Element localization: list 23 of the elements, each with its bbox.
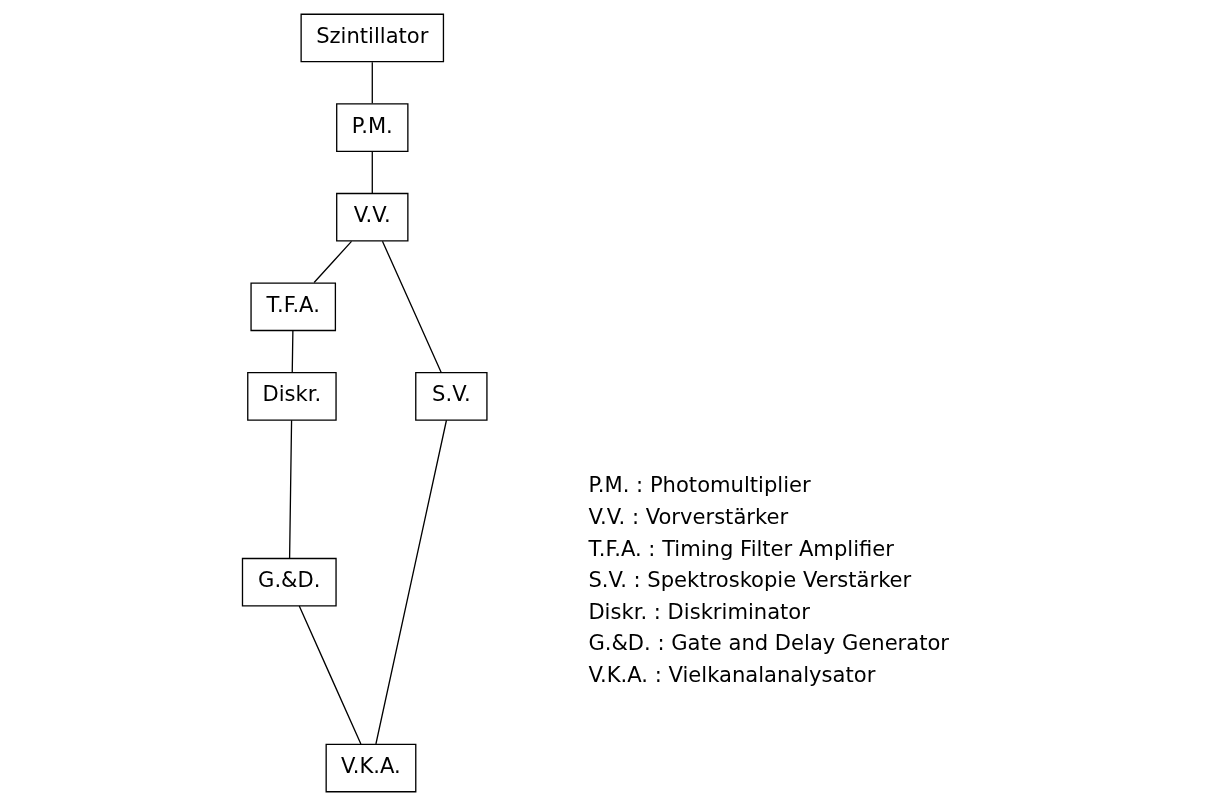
label: G.&D. : Gate and Delay Generator [588, 629, 950, 655]
node-box: Szintillator [300, 13, 445, 62]
connector [298, 604, 362, 745]
connector [288, 419, 293, 559]
node-box: S.V. [415, 371, 488, 421]
node-box: P.M. [336, 102, 409, 152]
connector [381, 240, 442, 373]
node-box: V.K.A. [325, 743, 417, 792]
label: P.M. : Photomultiplier [588, 471, 811, 497]
label: Diskr. : Diskriminator [588, 598, 810, 624]
node-box: Diskr. [247, 371, 337, 421]
node-box: V.V. [336, 192, 409, 242]
connector [371, 150, 373, 194]
connector [371, 61, 373, 104]
node-box: G.&D. [241, 557, 337, 607]
connector [291, 329, 294, 373]
connector [375, 419, 448, 745]
label: V.V. : Vorverstärker [588, 503, 789, 529]
connector [313, 240, 353, 283]
node-box: T.F.A. [250, 281, 337, 331]
label: T.F.A. : Timing Filter Amplifier [588, 535, 894, 561]
label: V.K.A. : Vielkanalanalysator [588, 661, 876, 687]
label: S.V. : Spektroskopie Verstärker [588, 566, 912, 592]
